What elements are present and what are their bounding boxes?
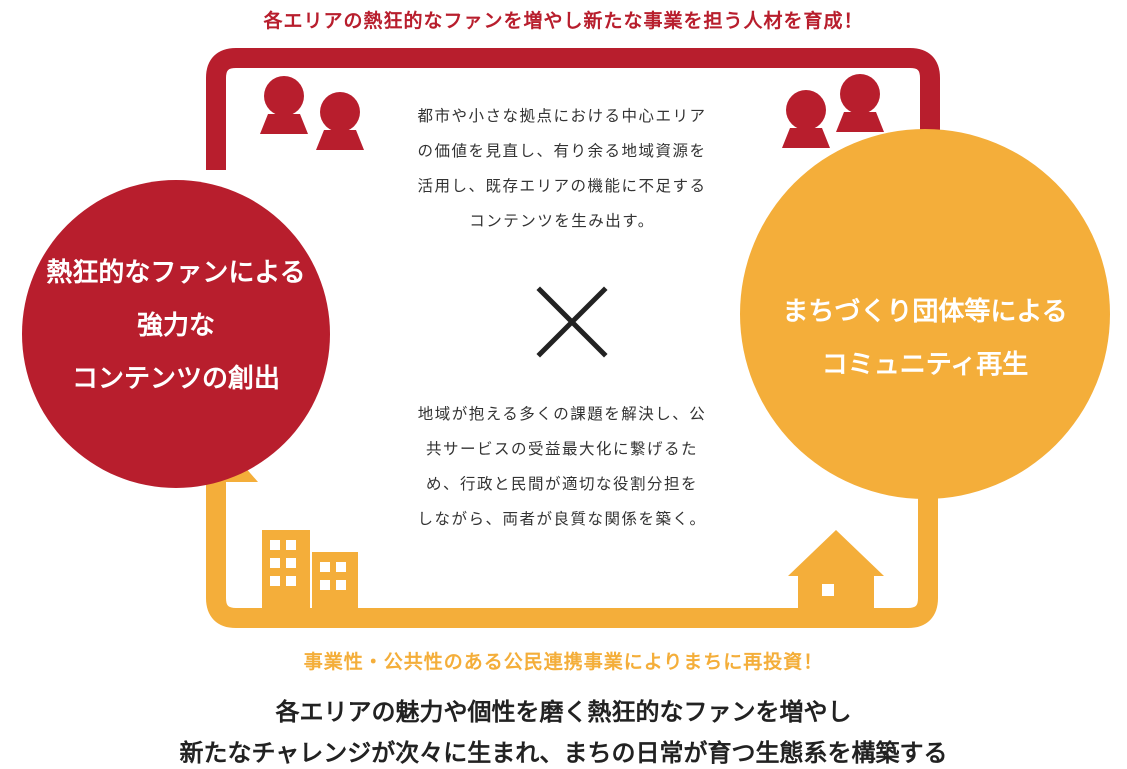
- center-lower-line: め、行政と民間が適切な役割分担を: [425, 475, 698, 493]
- center-upper-line: 都市や小さな拠点における中心エリア: [417, 107, 707, 125]
- conclusion-line-1: 各エリアの魅力や個性を磨く熱狂的なファンを増やし: [275, 698, 852, 726]
- left-circle-line: コンテンツの創出: [71, 364, 280, 394]
- conclusion-line-2: 新たなチャレンジが次々に生まれ、まちの日常が育つ生態系を構築する: [179, 739, 948, 767]
- cross-icon: [536, 286, 608, 358]
- right-circle-text: まちづくり団体等による コミュニティ再生: [750, 286, 1100, 392]
- house-icon: [788, 530, 884, 612]
- left-circle: [22, 180, 330, 488]
- top-cycle-path: [206, 48, 940, 200]
- bottom-cycle-path: [206, 470, 938, 628]
- people-icon: [260, 76, 364, 150]
- center-upper-line: の価値を見直し、有り余る地域資源を: [417, 142, 707, 160]
- center-lower-line: 地域が抱える多くの課題を解決し、公: [417, 405, 707, 423]
- right-circle-line: まちづくり団体等による: [782, 297, 1068, 327]
- left-circle-line: 強力な: [136, 311, 215, 341]
- top-caption: 各エリアの熱狂的なファンを増やし新たな事業を担う人材を育成！: [263, 10, 864, 32]
- right-circle: [740, 129, 1110, 499]
- left-circle-text: 熱狂的なファンによる 強力な コンテンツの創出: [22, 247, 330, 406]
- center-upper-line: コンテンツを生み出す。: [469, 212, 655, 230]
- center-lower-line: 共サービスの受益最大化に繋げるた: [425, 440, 698, 458]
- left-circle-line: 熱狂的なファンによる: [46, 258, 306, 288]
- center-upper-text: 都市や小さな拠点における中心エリア の価値を見直し、有り余る地域資源を 活用し、…: [392, 99, 732, 239]
- right-circle-line: コミュニティ再生: [821, 350, 1029, 380]
- building-icon: [262, 530, 358, 612]
- center-lower-text: 地域が抱える多くの課題を解決し、公 共サービスの受益最大化に繋げるた め、行政と…: [392, 397, 732, 537]
- people-icon: [782, 74, 884, 148]
- center-upper-line: 活用し、既存エリアの機能に不足する: [417, 177, 707, 195]
- center-lower-line: しながら、両者が良質な関係を築く。: [417, 510, 707, 528]
- bottom-caption: 事業性・公共性のある公民連携事業によりまちに再投資！: [303, 651, 824, 673]
